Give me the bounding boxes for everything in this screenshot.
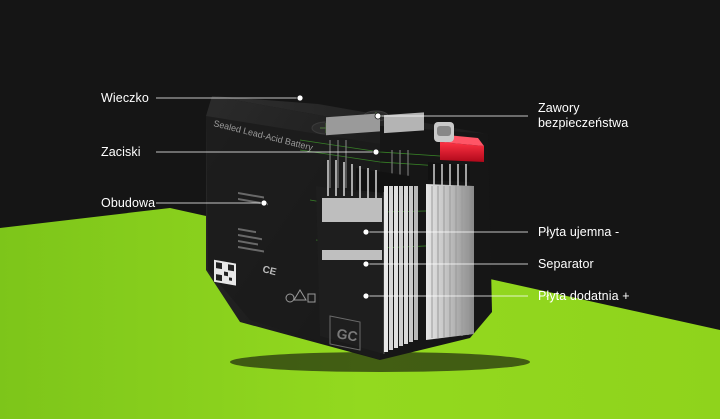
battery <box>206 96 530 372</box>
negative-plate-stack <box>316 160 418 354</box>
anchor-dots <box>260 94 382 300</box>
label-safety-valves: Zawory bezpieczeństwa <box>538 101 629 130</box>
gc-logo-text: GC <box>335 325 358 344</box>
label-case: Obudowa <box>101 196 156 210</box>
label-lid: Wieczko <box>101 91 149 105</box>
positive-plate-stack <box>426 164 474 340</box>
ce-mark: CE <box>261 264 277 278</box>
label-separator: Separator <box>538 257 594 271</box>
terminal-negative <box>326 113 380 136</box>
recycle-icons <box>285 289 316 303</box>
label-negative-plate: Płyta ujemna - <box>538 225 620 239</box>
label-positive-plate: Płyta dodatnia + <box>538 289 630 303</box>
label-terminals: Zaciski <box>101 145 141 159</box>
gc-logo <box>329 315 361 351</box>
leader-lines <box>156 97 528 297</box>
terminal-positive <box>434 122 484 162</box>
